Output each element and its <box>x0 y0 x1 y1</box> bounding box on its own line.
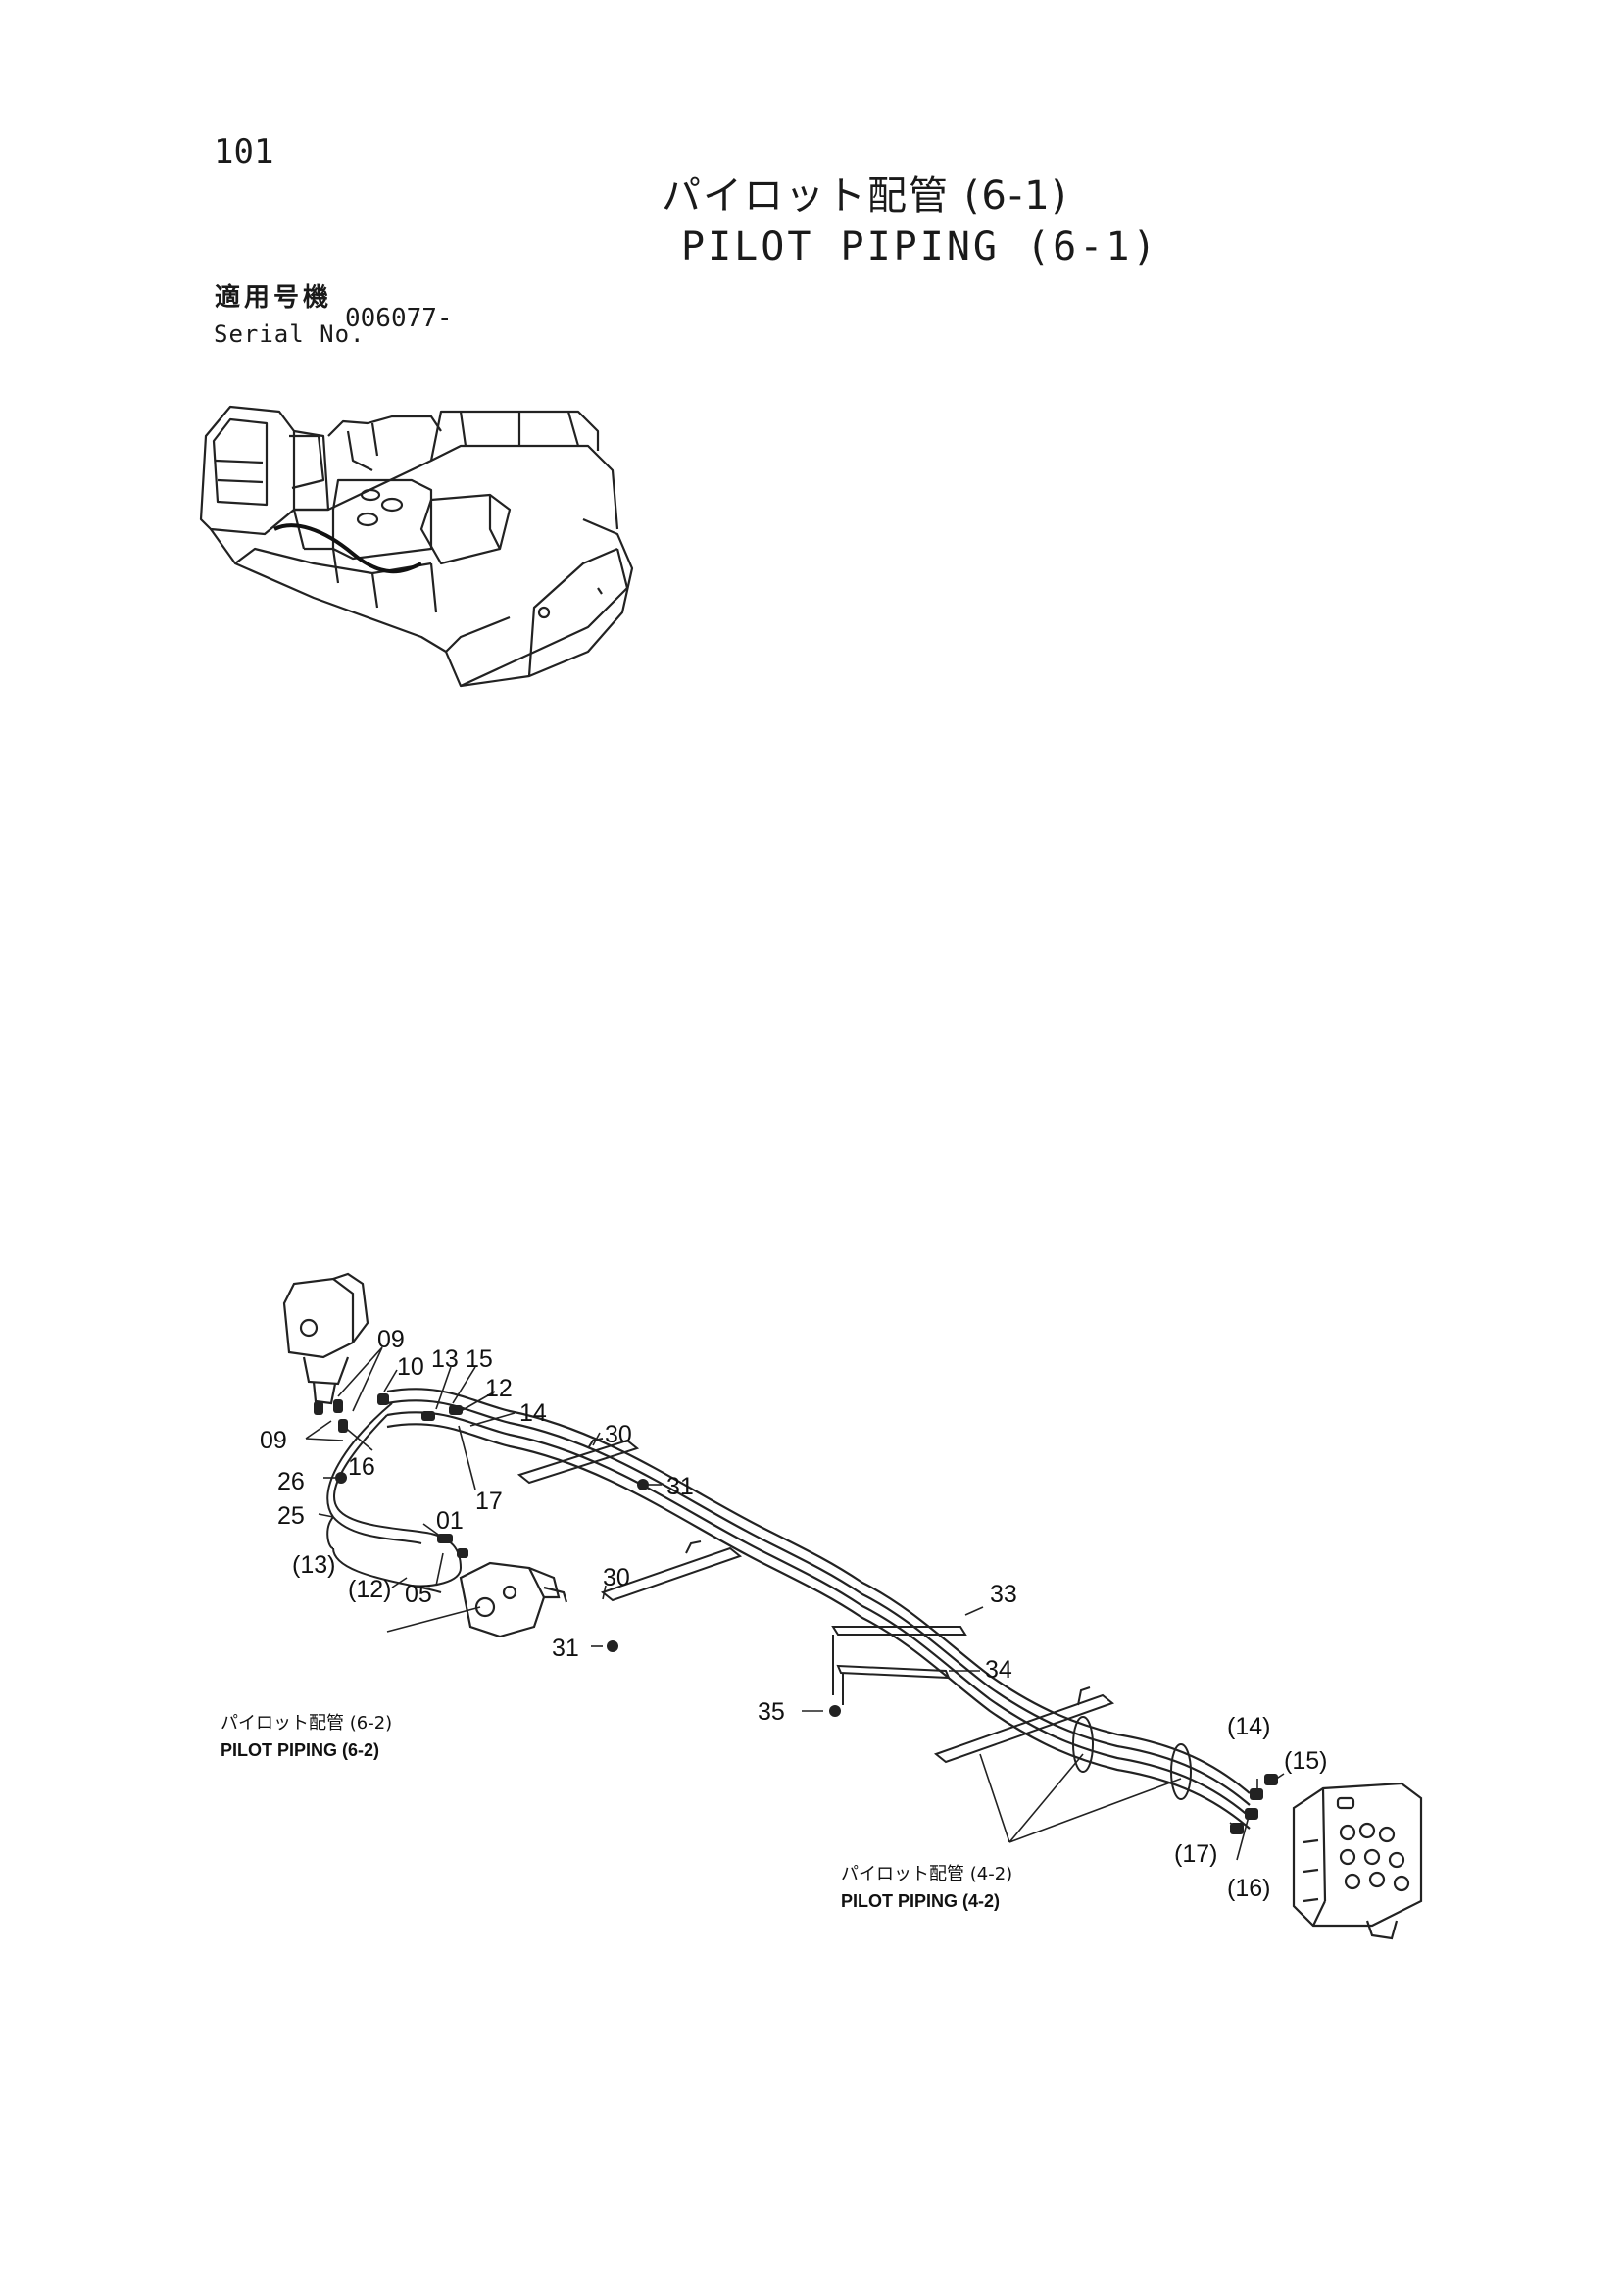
callout-13-ref: (13) <box>292 1551 335 1579</box>
callout-25: 25 <box>277 1502 305 1530</box>
callout-13: 13 <box>431 1345 459 1373</box>
callout-15-ref: (15) <box>1284 1747 1327 1775</box>
serial-label-jp: 適用号機 <box>215 283 333 313</box>
callout-30-lower: 30 <box>603 1564 630 1591</box>
callout-09-left: 09 <box>260 1427 287 1454</box>
ref-right-en: PILOT PIPING (4-2) <box>841 1891 1000 1911</box>
callout-17-ref: (17) <box>1174 1840 1217 1868</box>
cross-reference-left: パイロット配管 (6-2) PILOT PIPING (6-2) <box>221 1713 392 1760</box>
brackets <box>516 1438 1115 1764</box>
ref-right-jp: パイロット配管 (4-2) <box>841 1864 1012 1884</box>
callout-16: 16 <box>348 1453 375 1481</box>
leader-lines <box>305 1346 1285 1861</box>
bolts <box>335 1472 841 1717</box>
serial-number: 006077- <box>345 304 453 333</box>
page-title-en: PILOT PIPING (6-1) <box>681 224 1159 269</box>
cross-reference-right: パイロット配管 (4-2) PILOT PIPING (4-2) <box>841 1864 1012 1911</box>
hose-bundle <box>386 1388 1251 1830</box>
callout-16-ref: (16) <box>1227 1875 1270 1902</box>
callout-17: 17 <box>475 1488 503 1515</box>
ref-left-en: PILOT PIPING (6-2) <box>221 1740 379 1760</box>
callout-15: 15 <box>466 1345 493 1373</box>
pilot-valve <box>282 1272 369 1405</box>
callout-31-lower: 31 <box>552 1635 579 1662</box>
callout-30-upper: 30 <box>605 1421 632 1448</box>
serial-label-en: Serial No. <box>214 320 366 348</box>
callout-01: 01 <box>436 1507 464 1535</box>
fittings <box>314 1393 1278 1834</box>
callout-35: 35 <box>758 1698 785 1726</box>
page-title-jp: パイロット配管 (6-1) <box>662 173 1069 219</box>
callout-34: 34 <box>985 1656 1012 1684</box>
control-valve-block <box>1292 1782 1423 1940</box>
callout-31-upper: 31 <box>666 1473 694 1500</box>
callout-26: 26 <box>277 1468 305 1495</box>
callout-12: 12 <box>485 1375 513 1402</box>
callouts: 09 10 13 15 12 14 09 26 16 25 17 01 (13)… <box>260 1326 1327 1902</box>
page-number: 101 <box>214 132 274 171</box>
callout-10: 10 <box>397 1353 424 1381</box>
callout-12-ref: (12) <box>348 1576 391 1603</box>
callout-14-ref: (14) <box>1227 1713 1270 1740</box>
ref-left-jp: パイロット配管 (6-2) <box>221 1713 392 1734</box>
callout-09-top: 09 <box>377 1326 405 1353</box>
callout-14: 14 <box>519 1399 547 1427</box>
callout-33: 33 <box>990 1581 1017 1608</box>
hose-clamps <box>1072 1716 1192 1800</box>
callout-05: 05 <box>405 1581 432 1608</box>
pilot-pump <box>459 1561 568 1638</box>
